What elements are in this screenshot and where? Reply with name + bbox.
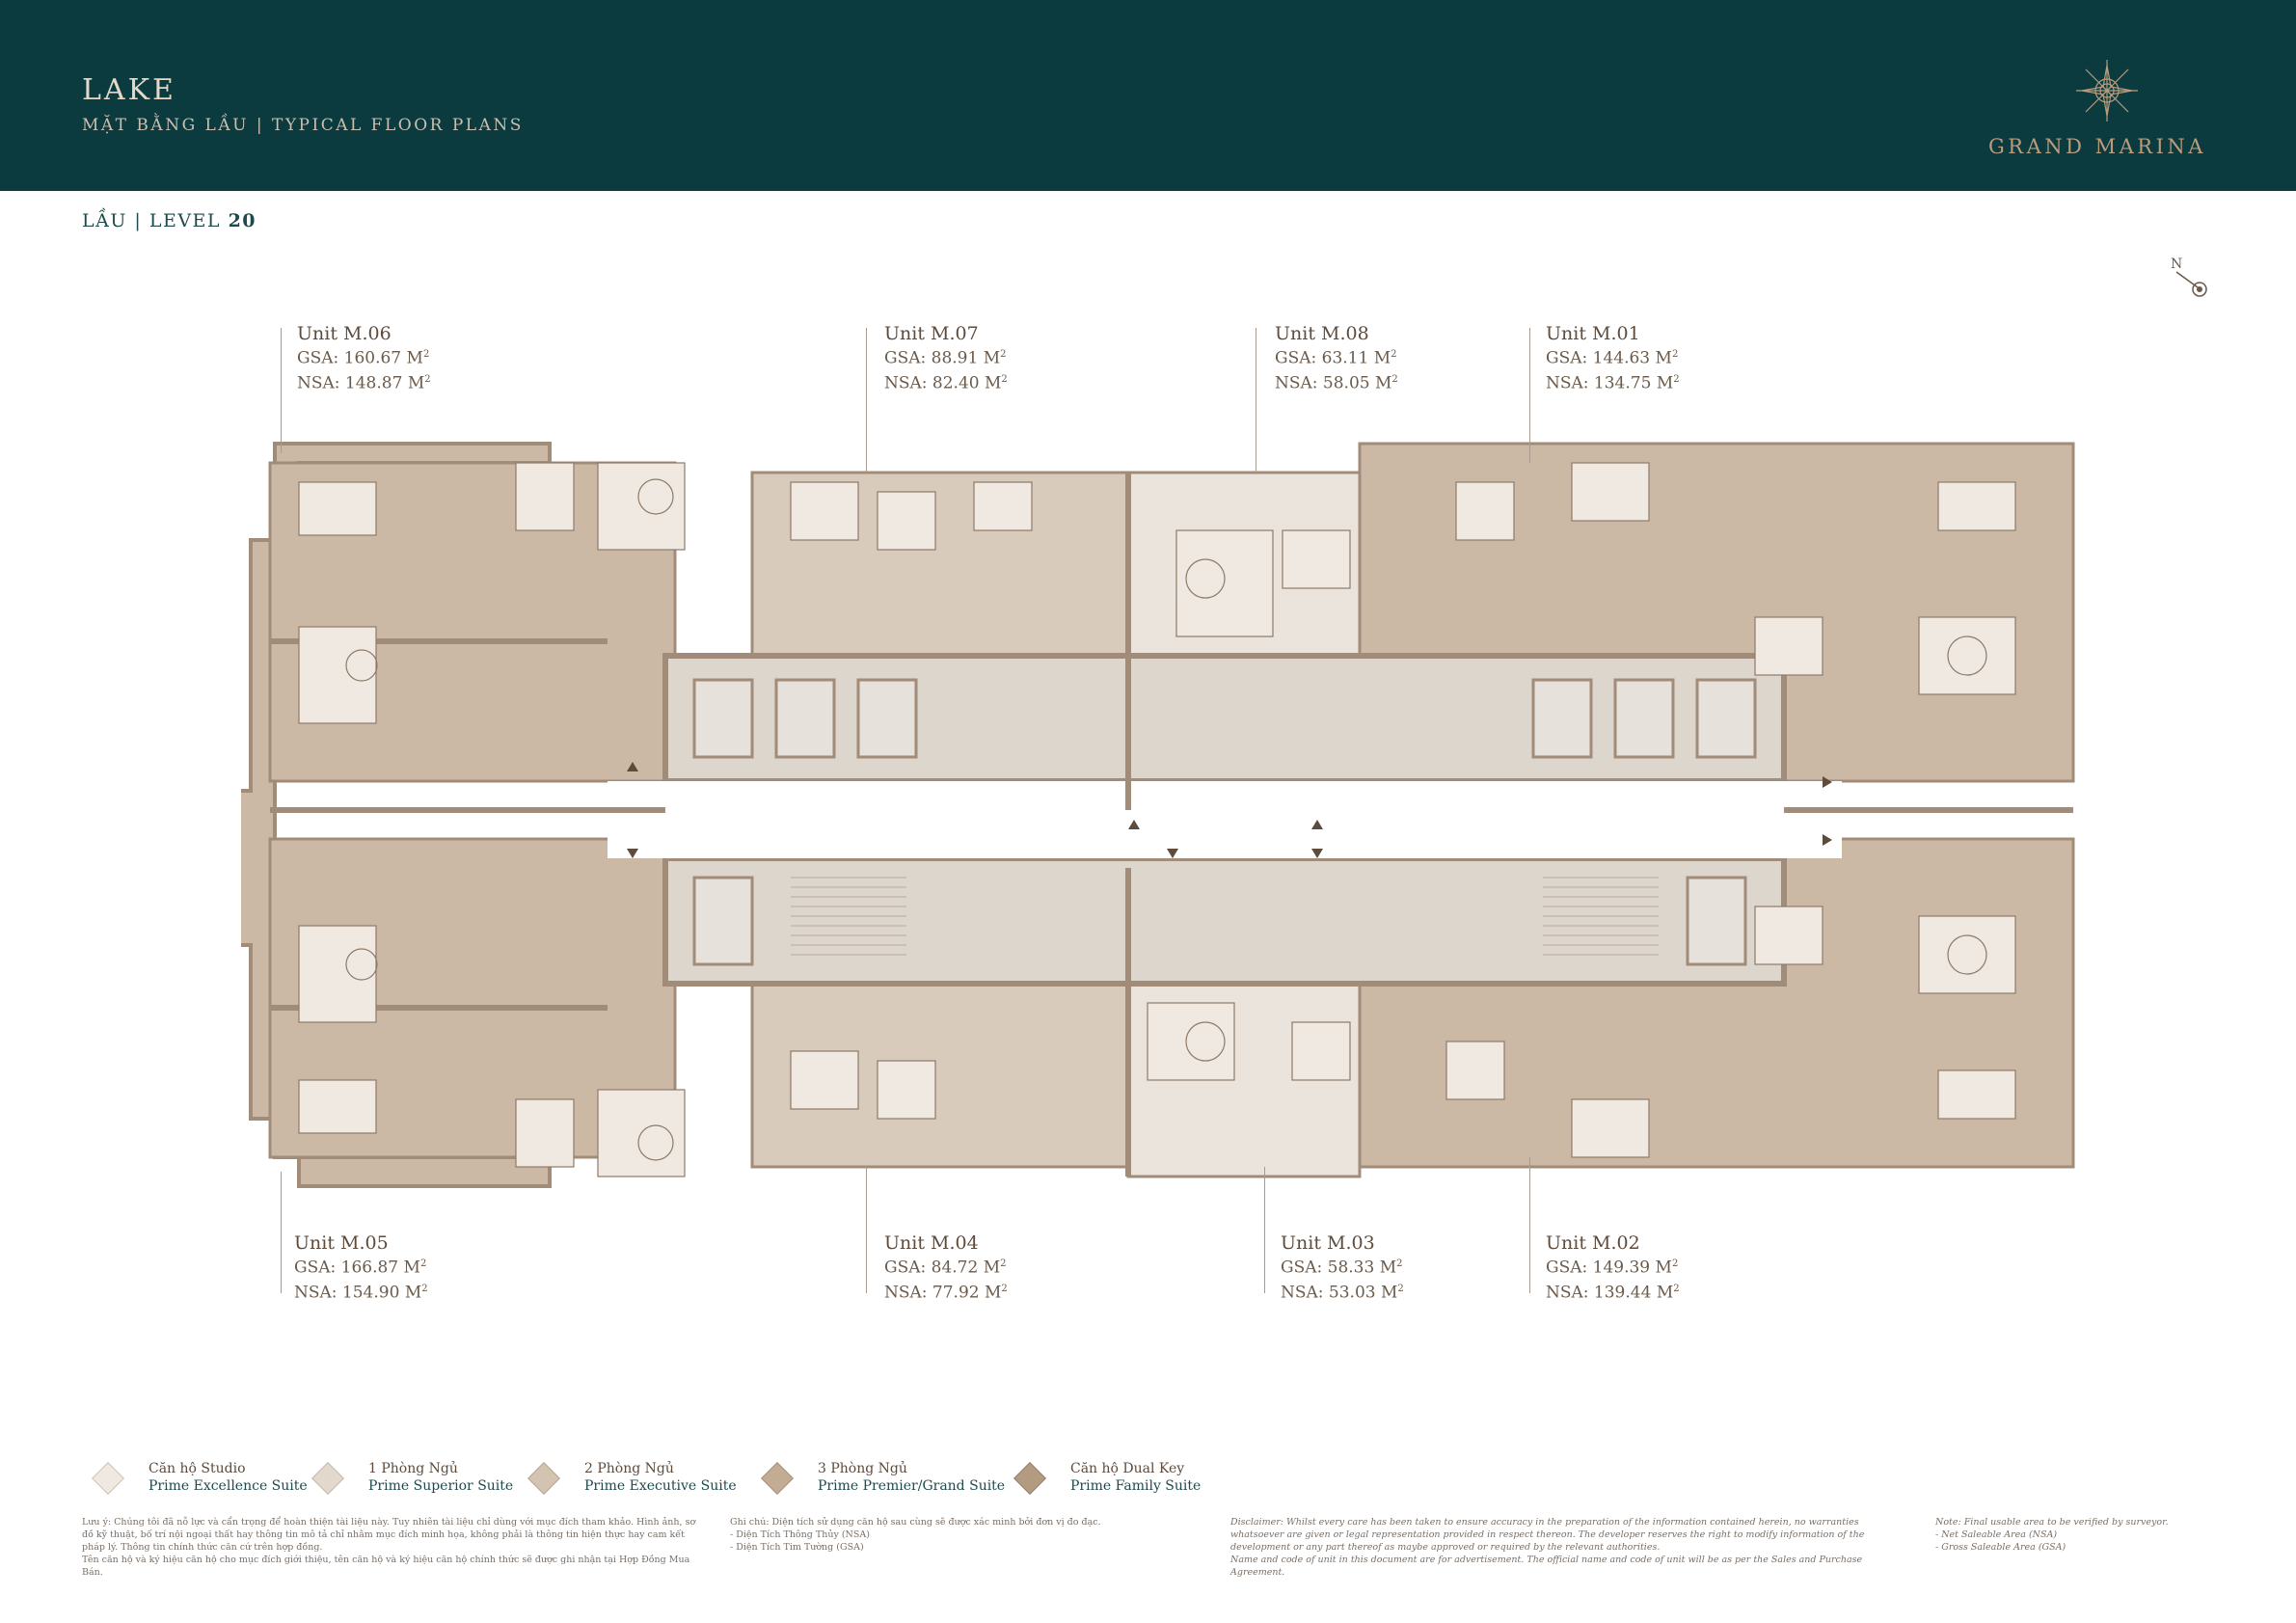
unit-label-m03: Unit M.03 GSA: 58.33 M2 NSA: 53.03 M2 (1281, 1233, 1404, 1303)
unit-name: Unit M.03 (1281, 1232, 1375, 1254)
brand-logo-text: GRAND MARINA (1988, 135, 2206, 158)
note-text: Disclaimer: Whilst every care has been t… (1230, 1517, 1865, 1553)
unit-name: Unit M.06 (297, 323, 392, 344)
north-label: N (2171, 257, 2182, 272)
unit-label-m08: Unit M.08 GSA: 63.11 M2 NSA: 58.05 M2 (1275, 324, 1398, 393)
unit-name: Unit M.02 (1546, 1232, 1640, 1254)
unit-label-m06: Unit M.06 GSA: 160.67 M2 NSA: 148.87 M2 (297, 324, 431, 393)
unit-nsa: NSA: 139.44 M2 (1546, 1283, 1680, 1303)
unit-label-m01: Unit M.01 GSA: 144.63 M2 NSA: 134.75 M2 (1546, 324, 1680, 393)
level-label: LẦU | LEVEL 20 (82, 210, 257, 231)
legend-swatch-icon (527, 1462, 560, 1495)
unit-gsa: GSA: 149.39 M2 (1546, 1258, 1679, 1278)
unit-nsa: NSA: 148.87 M2 (297, 373, 431, 393)
nsa-value: NSA: 148.87 M (297, 373, 425, 393)
unit-gsa: GSA: 58.33 M2 (1281, 1258, 1403, 1278)
gsa-value: GSA: 63.11 M (1275, 348, 1391, 368)
core-top (662, 653, 1787, 784)
legend-label-vn: Căn hộ Dual Key (1070, 1461, 1185, 1476)
corridor (608, 781, 1842, 858)
note-text: Tên căn hộ và ký hiệu căn hộ cho mục đíc… (82, 1555, 690, 1578)
unit-gsa: GSA: 84.72 M2 (884, 1258, 1007, 1278)
unit-label-m07: Unit M.07 GSA: 88.91 M2 NSA: 82.40 M2 (884, 324, 1008, 393)
note-en-area: Note: Final usable area to be verified b… (1935, 1516, 2205, 1554)
legend-swatch-icon (92, 1462, 124, 1495)
note-text: - Diện Tích Tim Tường (GSA) (730, 1542, 864, 1553)
project-name: LAKE (82, 73, 176, 107)
legend-swatch-icon (761, 1462, 794, 1495)
note-text: - Diện Tích Thông Thủy (NSA) (730, 1529, 870, 1540)
legend-label-en: Prime Premier/Grand Suite (818, 1478, 1006, 1494)
unit-name: Unit M.01 (1546, 323, 1640, 344)
note-text: Name and code of unit in this document a… (1230, 1555, 1863, 1578)
unit-gsa: GSA: 88.91 M2 (884, 348, 1007, 368)
leader-line-m03 (1264, 1167, 1265, 1293)
nsa-value: NSA: 58.05 M (1275, 373, 1392, 393)
unit-name: Unit M.04 (884, 1232, 979, 1254)
gsa-value: GSA: 88.91 M (884, 348, 1001, 368)
legend-swatch-icon (311, 1462, 344, 1495)
legend-label-vn: 3 Phòng Ngủ (818, 1461, 907, 1476)
unit-name: Unit M.07 (884, 323, 979, 344)
legend-label-vn: Căn hộ Studio (149, 1461, 246, 1476)
leader-line-m01 (1529, 328, 1530, 463)
nsa-value: NSA: 139.44 M (1546, 1283, 1674, 1303)
north-arrow-icon: N (2171, 257, 2207, 297)
unit-nsa: NSA: 53.03 M2 (1281, 1283, 1404, 1303)
legend-swatch-icon (1013, 1462, 1046, 1495)
gsa-value: GSA: 144.63 M (1546, 348, 1672, 368)
unit-label-m04: Unit M.04 GSA: 84.72 M2 NSA: 77.92 M2 (884, 1233, 1008, 1303)
level-prefix: LẦU | LEVEL (82, 210, 229, 231)
note-text: Note: Final usable area to be verified b… (1935, 1517, 2169, 1528)
leader-line-m07 (866, 328, 867, 473)
legend: Căn hộ Studio Prime Excellence Suite 1 P… (92, 1461, 1254, 1519)
legend-label-en: Prime Excellence Suite (149, 1478, 308, 1494)
note-vn-area: Ghi chú: Diện tích sử dụng căn hộ sau cù… (730, 1516, 1164, 1554)
gsa-value: GSA: 166.87 M (294, 1258, 420, 1278)
unit-label-m05: Unit M.05 GSA: 166.87 M2 NSA: 154.90 M2 (294, 1233, 428, 1303)
note-en-disclaimer: Disclaimer: Whilst every care has been t… (1230, 1516, 1905, 1579)
unit-name: Unit M.05 (294, 1232, 389, 1254)
level-number: 20 (228, 210, 257, 231)
leader-line-m04 (866, 1167, 867, 1293)
legend-label-vn: 1 Phòng Ngủ (368, 1461, 458, 1476)
legend-label-vn: 2 Phòng Ngủ (584, 1461, 674, 1476)
nsa-value: NSA: 53.03 M (1281, 1283, 1398, 1303)
floor-plan (241, 442, 2075, 1188)
unit-gsa: GSA: 160.67 M2 (297, 348, 430, 368)
core-bottom (662, 855, 1787, 987)
page-subtitle: MẶT BẰNG LẦU | TYPICAL FLOOR PLANS (82, 116, 524, 135)
note-text: Ghi chú: Diện tích sử dụng căn hộ sau cù… (730, 1517, 1101, 1528)
unit-gsa: GSA: 144.63 M2 (1546, 348, 1679, 368)
gsa-value: GSA: 84.72 M (884, 1258, 1001, 1278)
legend-label-en: Prime Superior Suite (368, 1478, 514, 1494)
header-banner: LAKE MẶT BẰNG LẦU | TYPICAL FLOOR PLANS … (0, 0, 2296, 191)
unit-nsa: NSA: 134.75 M2 (1546, 373, 1680, 393)
note-vn-disclaimer: Lưu ý: Chúng tôi đã nỗ lực và cẩn trọng … (82, 1516, 709, 1579)
unit-nsa: NSA: 154.90 M2 (294, 1283, 428, 1303)
legend-label-en: Prime Executive Suite (584, 1478, 737, 1494)
legend-label-en: Prime Family Suite (1070, 1478, 1202, 1494)
note-text: Lưu ý: Chúng tôi đã nỗ lực và cẩn trọng … (82, 1517, 696, 1553)
nsa-value: NSA: 77.92 M (884, 1283, 1002, 1303)
gsa-value: GSA: 58.33 M (1281, 1258, 1397, 1278)
gsa-value: GSA: 160.67 M (297, 348, 423, 368)
unit-label-m02: Unit M.02 GSA: 149.39 M2 NSA: 139.44 M2 (1546, 1233, 1680, 1303)
unit-name: Unit M.08 (1275, 323, 1369, 344)
nsa-value: NSA: 82.40 M (884, 373, 1002, 393)
unit-nsa: NSA: 82.40 M2 (884, 373, 1008, 393)
nsa-value: NSA: 154.90 M (294, 1283, 422, 1303)
leader-line-m02 (1529, 1157, 1530, 1293)
unit-nsa: NSA: 77.92 M2 (884, 1283, 1008, 1303)
note-text: - Net Saleable Area (NSA) (1935, 1529, 2058, 1540)
unit-gsa: GSA: 63.11 M2 (1275, 348, 1397, 368)
unit-nsa: NSA: 58.05 M2 (1275, 373, 1398, 393)
unit-gsa: GSA: 166.87 M2 (294, 1258, 427, 1278)
leader-line-m05 (281, 1172, 282, 1293)
leader-line-m06 (281, 328, 282, 453)
note-text: - Gross Saleable Area (GSA) (1935, 1542, 2066, 1553)
nsa-value: NSA: 134.75 M (1546, 373, 1674, 393)
gsa-value: GSA: 149.39 M (1546, 1258, 1672, 1278)
compass-logo-icon (2076, 60, 2138, 122)
